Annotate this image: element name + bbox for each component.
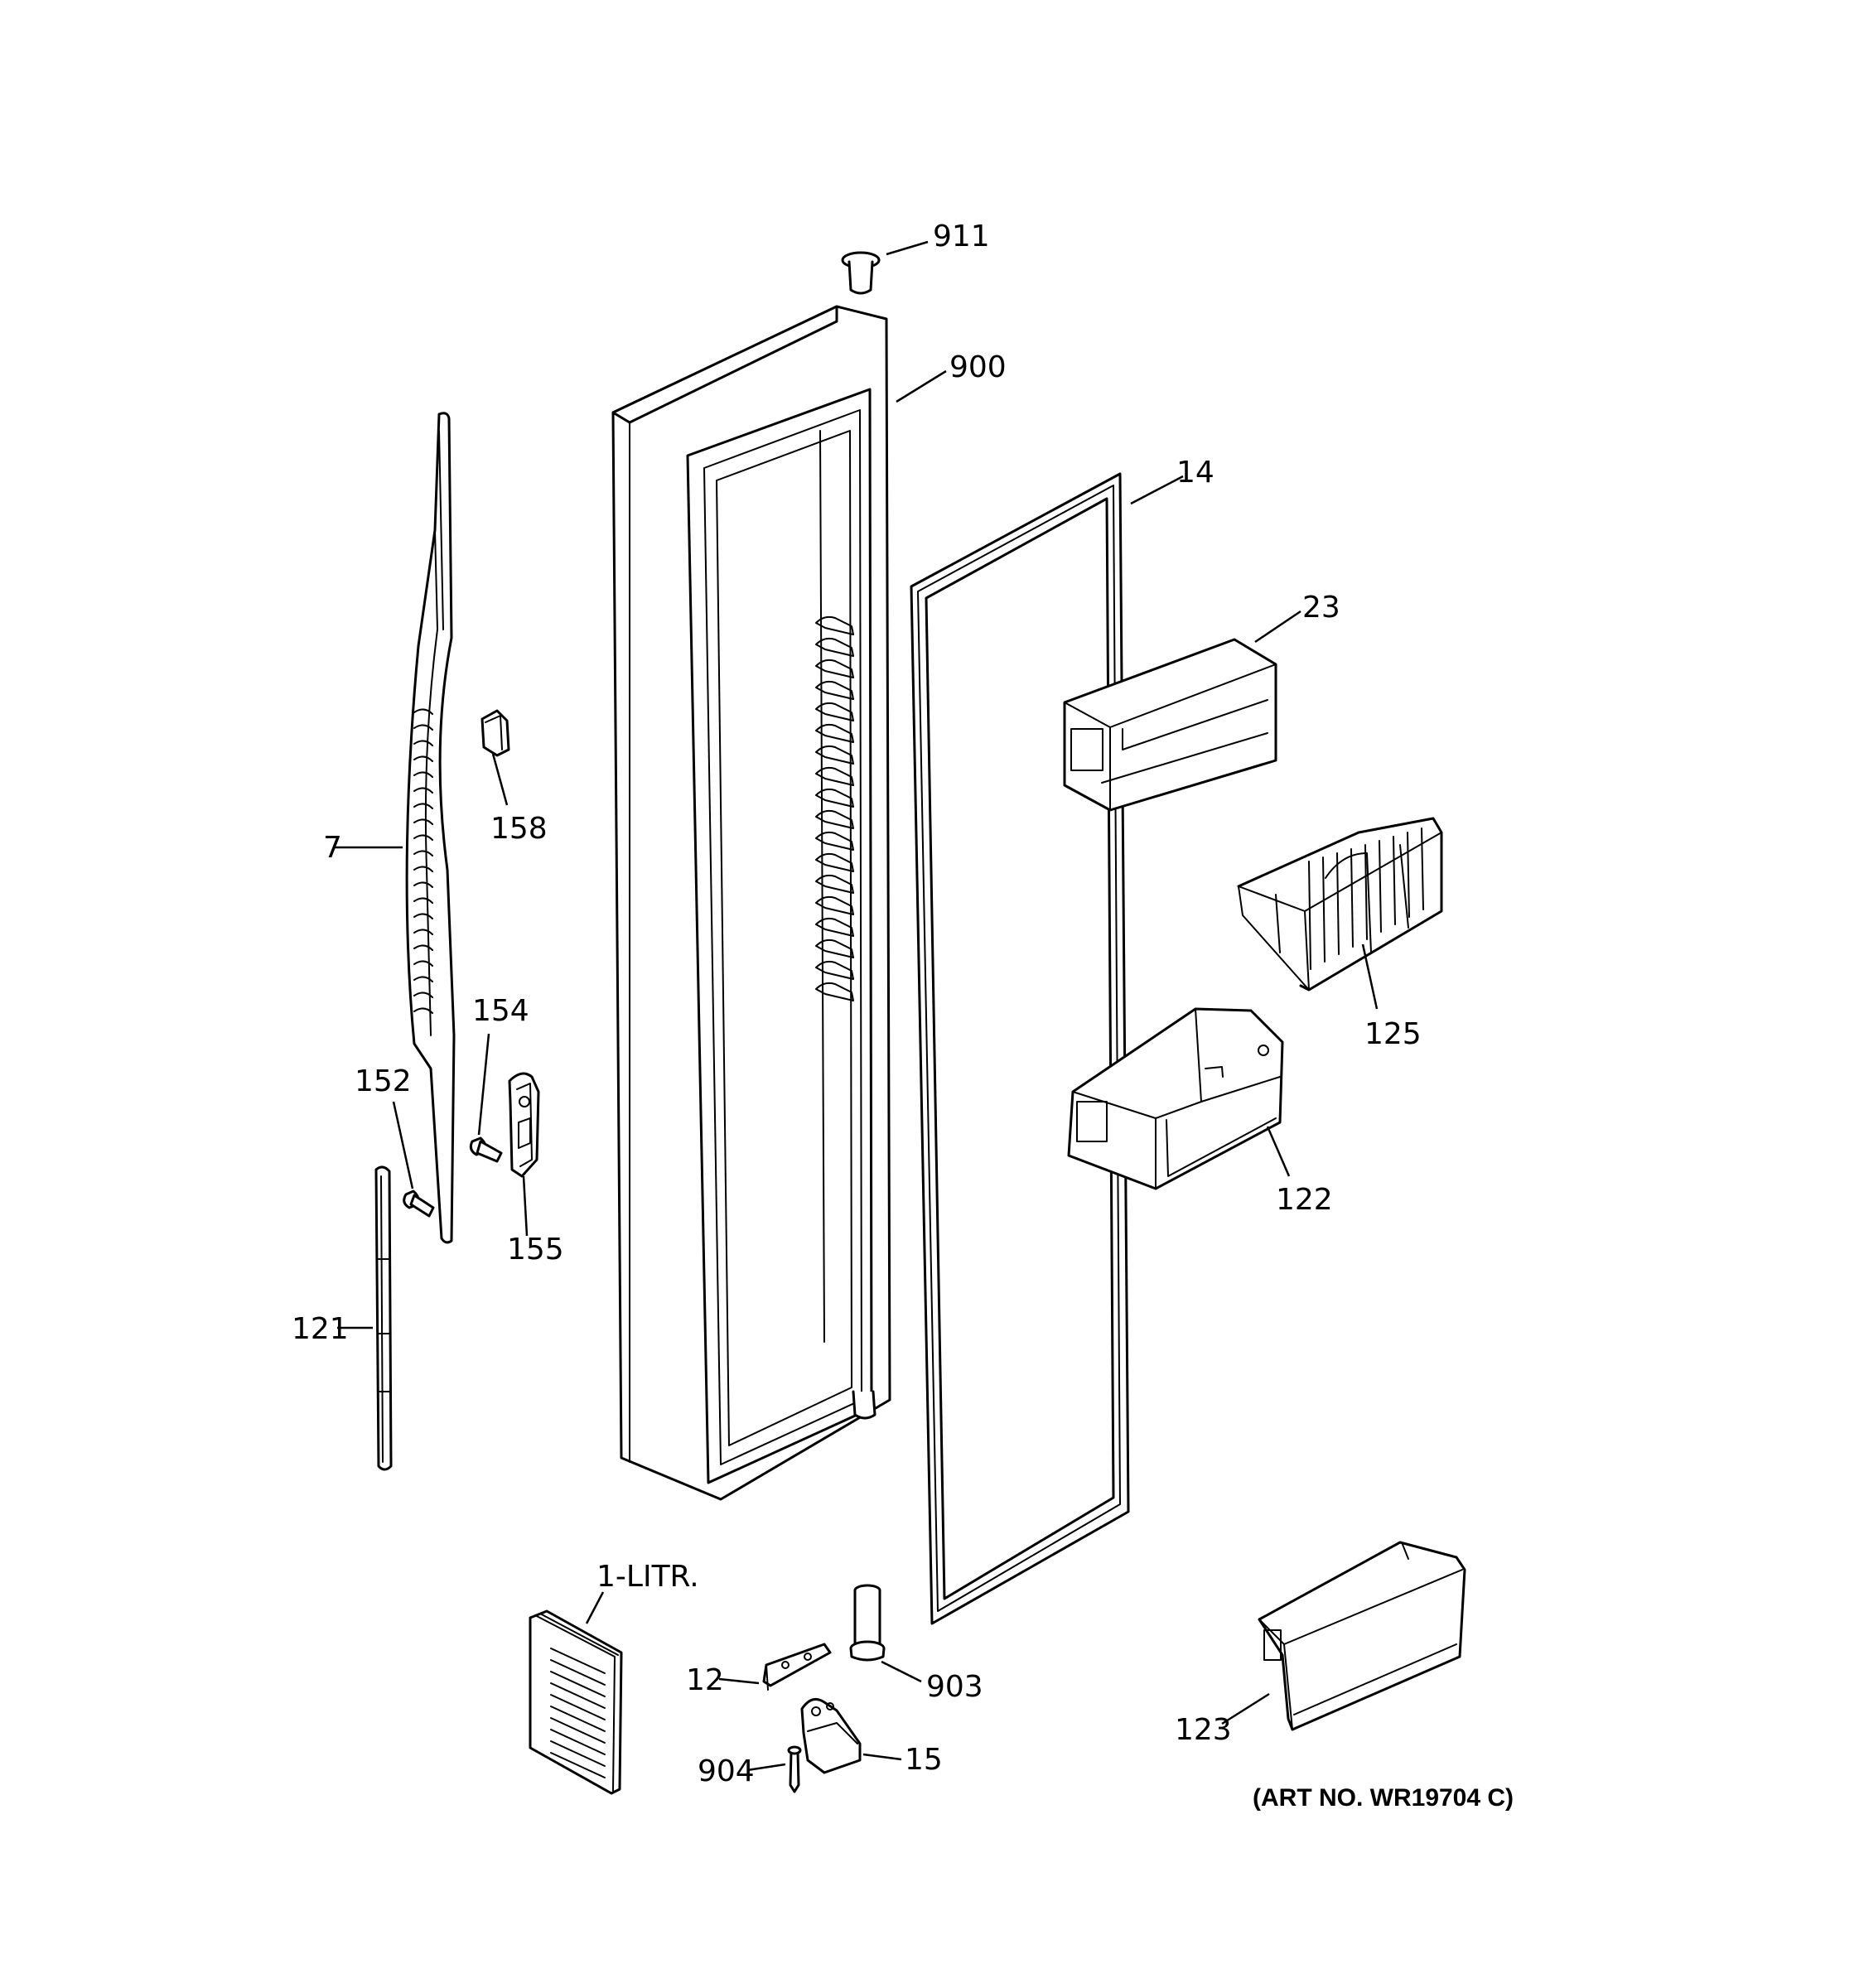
handle-grip-notch [413, 866, 433, 872]
basket-wire [1308, 861, 1311, 970]
literature-text-line [550, 1682, 606, 1709]
handle-grip-notch [413, 992, 433, 998]
door-shelf-rib [815, 702, 854, 721]
door-shelf-rib [815, 637, 854, 657]
part-911-bushing [841, 251, 881, 295]
basket-wire [1407, 832, 1410, 918]
handle-grip-notch [413, 818, 433, 825]
handle-grip-notch [413, 834, 433, 841]
door-shelf-rib [815, 939, 854, 958]
callout-155: 155 [507, 1233, 564, 1267]
art-number: (ART NO. WR19704 C) [1253, 1784, 1514, 1812]
basket-wire [1336, 852, 1340, 955]
handle-grip-notch [413, 724, 433, 731]
callout-125: 125 [1364, 1017, 1422, 1051]
callout-15: 15 [905, 1743, 943, 1777]
door-shelf-rib [815, 788, 854, 808]
part-14-gasket [910, 472, 1130, 1625]
door-shelf-rib [815, 982, 854, 1001]
handle-grip-notch [413, 913, 433, 919]
callout-154: 154 [472, 994, 529, 1028]
part-158-clip [480, 709, 510, 757]
handle-grip-notch [413, 960, 433, 967]
callout-900: 900 [949, 350, 1007, 384]
door-shelf-rib [815, 852, 854, 872]
door-shelf-rib [815, 680, 854, 700]
part-121-trim [374, 1165, 393, 1471]
callout-23: 23 [1302, 591, 1340, 625]
part-1-litr-literature [529, 1609, 623, 1795]
literature-text-line [550, 1671, 606, 1697]
basket-wire [1421, 828, 1424, 910]
part-12-bracket [762, 1643, 832, 1691]
callout-158: 158 [490, 812, 548, 846]
part-154-screw [469, 1136, 503, 1163]
basket-wire [1364, 844, 1368, 940]
literature-text-line [550, 1717, 606, 1744]
callout-14: 14 [1176, 456, 1214, 490]
door-shelf-rib [815, 895, 854, 915]
door-shelf-rib [815, 615, 854, 635]
door-shelf-rib [815, 766, 854, 786]
handle-grip-notch [413, 850, 433, 856]
handle-grip-notch [413, 755, 433, 762]
literature-text-line [550, 1648, 606, 1674]
part-122-bin [1067, 1007, 1284, 1190]
literature-text-line [550, 1740, 606, 1767]
literature-text-line [550, 1659, 606, 1686]
callout-122: 122 [1276, 1183, 1333, 1217]
literature-text-line [550, 1729, 606, 1755]
door-shelf-rib [815, 831, 854, 851]
callout-labels: 911 900 14 23 7 158 125 154 152 155 122 … [292, 220, 1422, 1788]
door-shelf-rib [815, 745, 854, 765]
door-shelf-rib [815, 874, 854, 894]
door-shelf-rib [815, 960, 854, 980]
part-903-hinge-pin [849, 1584, 886, 1662]
basket-wire [1322, 856, 1326, 963]
literature-text-line [550, 1694, 606, 1720]
handle-grip-notch [413, 897, 433, 904]
leader-lines [335, 240, 1379, 1772]
callout-911: 911 [933, 220, 990, 253]
door-shelf-rib [815, 917, 854, 937]
handle-grip-notch [413, 740, 433, 746]
part-7-handle [405, 412, 456, 1244]
basket-wire [1379, 840, 1382, 933]
door-shelf-rib [815, 659, 854, 678]
door-shelf-rib [815, 809, 854, 829]
door-shelf-rib [815, 723, 854, 743]
callout-7: 7 [323, 831, 342, 865]
basket-wire [1393, 836, 1396, 925]
callout-1-litr: 1-LITR. [596, 1560, 699, 1594]
handle-grip-notch [413, 708, 433, 715]
handle-grip-notch [413, 944, 433, 951]
callout-12: 12 [686, 1663, 724, 1697]
part-152-screw [403, 1189, 435, 1218]
handle-grip-notch [413, 929, 433, 935]
part-125-wire-basket [1237, 817, 1443, 992]
part-123-bin [1258, 1541, 1466, 1731]
part-23-bin [1063, 638, 1277, 812]
part-15-hinge [800, 1697, 862, 1774]
callout-123: 123 [1175, 1713, 1232, 1747]
handle-grip-notch [413, 787, 433, 794]
callout-152: 152 [355, 1064, 412, 1098]
handle-grip-notch [413, 976, 433, 982]
callout-904: 904 [698, 1754, 755, 1788]
part-155-bracket [508, 1072, 540, 1178]
handle-grip-notch [413, 771, 433, 778]
callout-121: 121 [292, 1312, 349, 1346]
basket-wire [1350, 848, 1354, 948]
part-900-door [611, 305, 891, 1501]
literature-text-line [550, 1752, 606, 1778]
part-904-screw [787, 1745, 802, 1793]
handle-grip-notch [413, 803, 433, 809]
callout-903: 903 [926, 1670, 983, 1704]
handle-grip-notch [413, 1007, 433, 1014]
literature-text-line [550, 1706, 606, 1732]
handle-grip-notch [413, 881, 433, 888]
